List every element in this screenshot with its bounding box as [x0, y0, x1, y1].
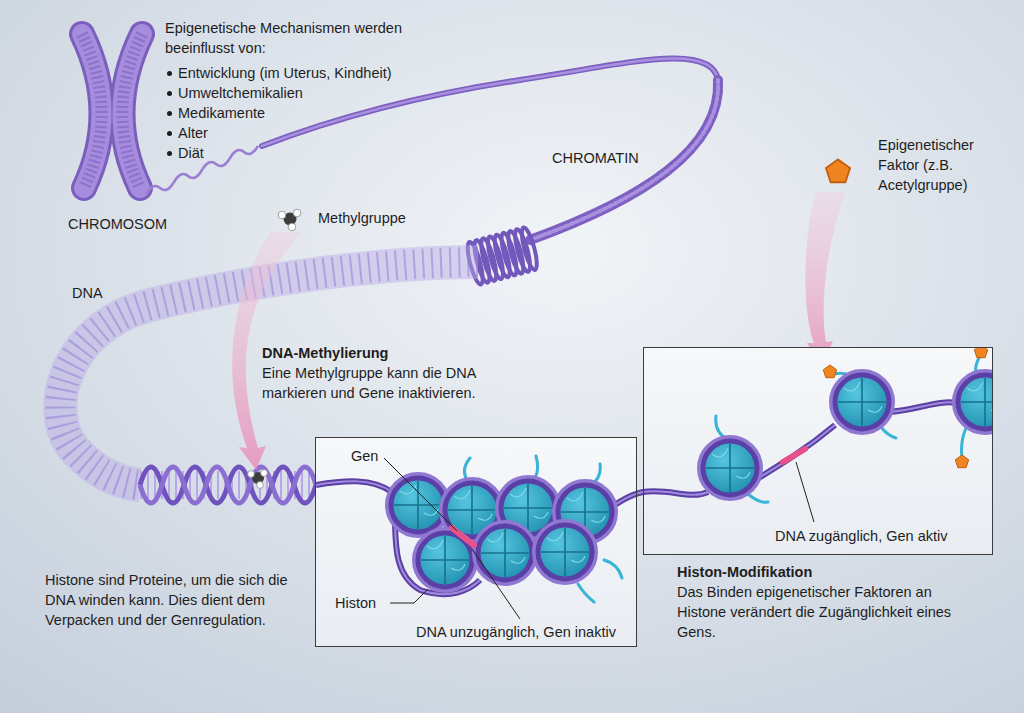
- acetyl-arrow: [805, 192, 845, 366]
- annotation-text: Eine Methylgruppe kann die DNA markieren…: [262, 363, 537, 403]
- inset-box: DNA zugänglich, Gen aktiv: [643, 347, 993, 555]
- callout-label: DNA zugänglich, Gen aktiv: [775, 527, 947, 545]
- callout-label: Gen: [351, 447, 378, 465]
- bullet-item: Alter: [165, 123, 208, 143]
- bullet-item: Diät: [165, 143, 204, 163]
- bullet-item: Medikamente: [165, 103, 265, 123]
- heading-text: Epigenetische Mechanismen werden beeinfl…: [165, 18, 430, 58]
- part-label: CHROMOSOM: [68, 214, 167, 234]
- inset-box: GenHistonDNA unzugänglich, Gen inaktiv: [315, 437, 637, 647]
- callout-label: Histon: [335, 594, 376, 612]
- part-label: CHROMATIN: [552, 148, 639, 168]
- acetyl-group: [826, 159, 850, 182]
- inset-ground: [643, 347, 993, 555]
- callout-label: DNA unzugänglich, Gen inaktiv: [416, 623, 616, 641]
- section-heading: Histon-Modifikation: [677, 562, 812, 582]
- section-heading: DNA-Methylierung: [262, 343, 388, 363]
- methyl-molecule: [248, 470, 268, 489]
- chromosome: [82, 34, 142, 188]
- annotation-text: Histone sind Proteine, um die sich die D…: [45, 570, 290, 630]
- dna-helix: [140, 467, 316, 503]
- part-label: Epigenetischer Faktor (z.B. Acetylgruppe…: [878, 135, 1003, 195]
- chromatin-fibre: [146, 58, 718, 240]
- methyl-molecule: [278, 209, 301, 231]
- part-label: DNA: [72, 283, 103, 303]
- open-nucleosomes: [699, 348, 992, 502]
- packed-nucleosomes: [316, 456, 622, 602]
- inset-ground: [315, 437, 637, 647]
- bullet-item: Entwicklung (im Uterus, Kindheit): [165, 63, 392, 83]
- annotation-text: Das Binden epigenetischer Faktoren an Hi…: [677, 582, 982, 642]
- part-label: Methylgruppe: [318, 208, 406, 228]
- bullet-item: Umweltchemikalien: [165, 83, 303, 103]
